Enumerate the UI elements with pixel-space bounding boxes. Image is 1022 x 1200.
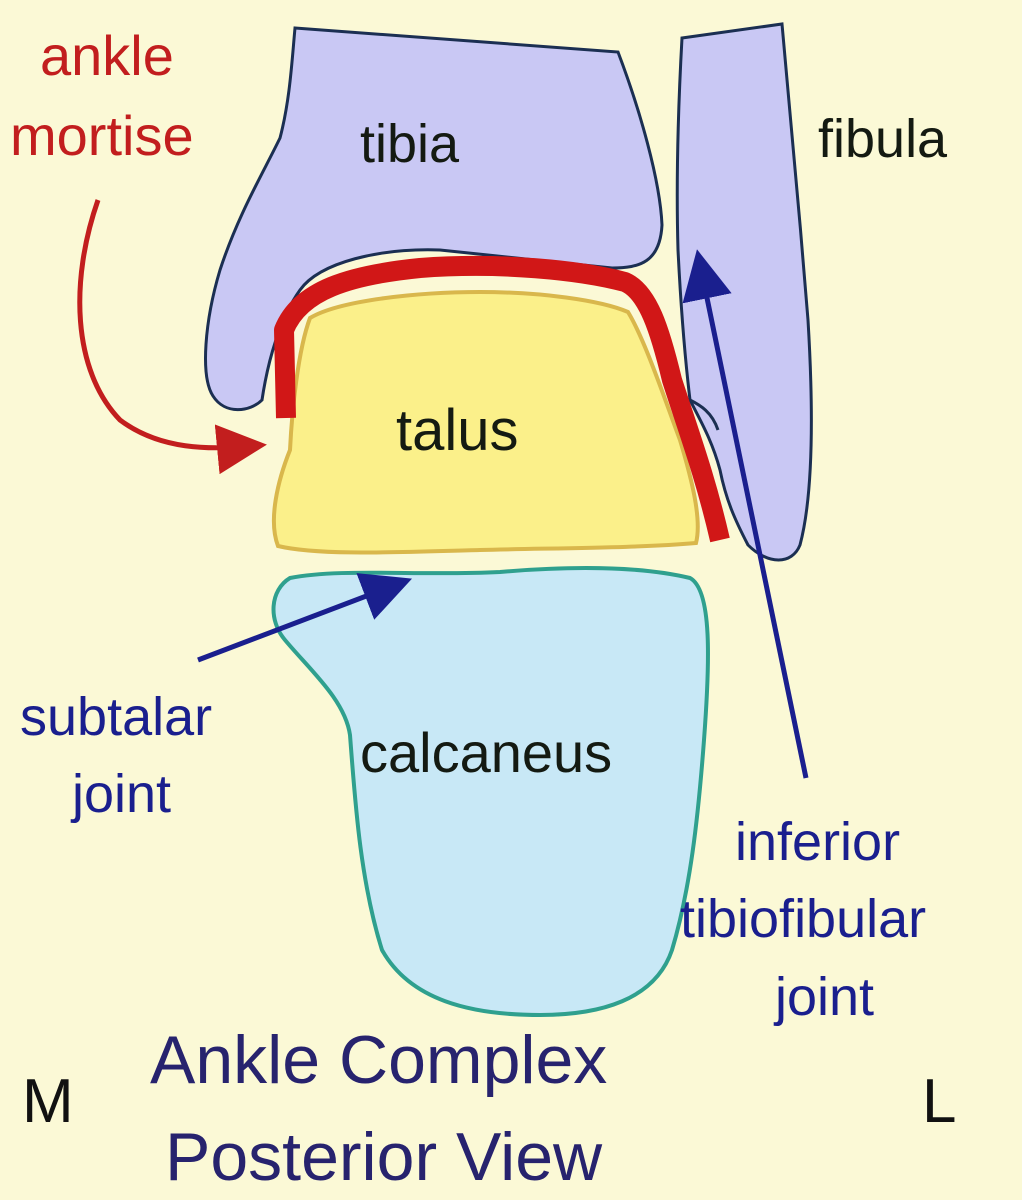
- talus-bone: [271, 289, 700, 555]
- calcaneus-bone: [271, 566, 710, 1018]
- subtalar-joint-label: subtalar joint: [20, 687, 227, 824]
- fibula-bone: [675, 22, 813, 562]
- ankle-mortise-line: [274, 255, 730, 543]
- lateral-marker: L: [922, 1067, 956, 1136]
- tibiofibular-joint-arrow: [682, 249, 809, 779]
- subtalar-joint-arrow: [197, 573, 413, 663]
- medial-marker: M: [22, 1067, 74, 1136]
- tibia-label: tibia: [360, 114, 460, 174]
- ankle-mortise-arrow: [77, 199, 267, 475]
- inferior-tibiofibular-joint-label: inferior tibiofibular joint: [680, 812, 941, 1027]
- talus-label: talus: [396, 398, 519, 463]
- tibiofibular-gap-line: [689, 398, 720, 431]
- calcaneus-label: calcaneus: [360, 721, 612, 784]
- fibula-label: fibula: [818, 109, 948, 169]
- diagram-title: Ankle Complex Posterior View: [150, 1022, 626, 1195]
- tibia-bone: [204, 26, 664, 412]
- ankle-mortise-label: ankle mortise: [10, 24, 194, 167]
